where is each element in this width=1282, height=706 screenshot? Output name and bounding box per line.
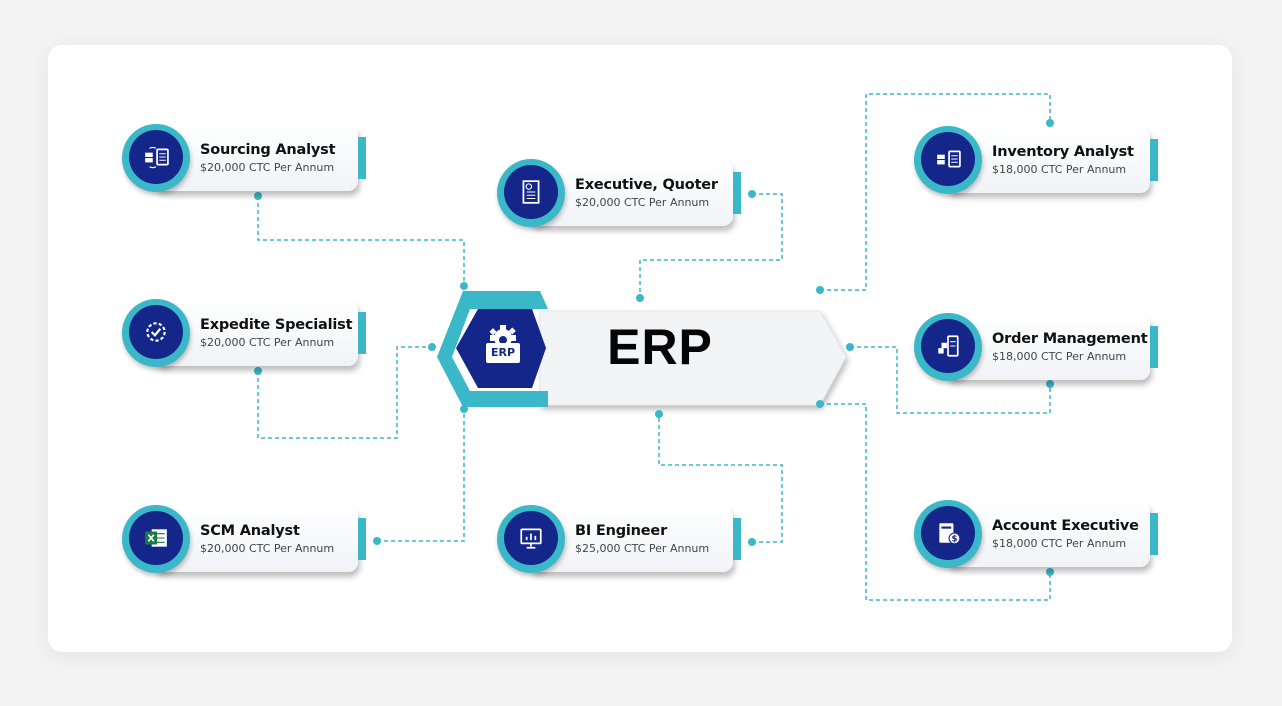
inventory-clipboard-icon <box>937 150 961 168</box>
role-salary: $20,000 CTC Per Annum <box>200 336 335 349</box>
role-salary: $25,000 CTC Per Annum <box>575 542 710 555</box>
role-title: Inventory Analyst <box>992 144 1134 160</box>
role-card-inventory-analyst: Inventory Analyst $18,000 CTC Per Annum <box>914 126 1158 195</box>
connector-order <box>850 346 1051 414</box>
accent-bar <box>358 137 366 179</box>
connector-bi <box>658 414 783 543</box>
role-card-sourcing-analyst: Sourcing Analyst $20,000 CTC Per Annum <box>122 124 366 193</box>
icon-badge <box>122 505 190 573</box>
connector-expedite <box>257 346 432 439</box>
role-card-bi-engineer: BI Engineer $25,000 CTC Per Annum <box>497 505 741 574</box>
role-title: Executive, Quoter <box>575 177 718 193</box>
role-title: Expedite Specialist <box>200 317 353 333</box>
accent-bar <box>358 312 366 354</box>
role-salary: $20,000 CTC Per Annum <box>200 161 335 174</box>
icon-badge <box>122 299 190 367</box>
icon-badge <box>497 505 565 573</box>
role-salary: $20,000 CTC Per Annum <box>200 542 335 555</box>
accent-bar <box>1150 139 1158 181</box>
accent-bar <box>1150 513 1158 555</box>
gear-check-icon <box>146 322 166 342</box>
icon-badge <box>914 313 982 381</box>
icon-badge <box>122 124 190 192</box>
role-card-order-management: Order Management $18,000 CTC Per Annum <box>914 313 1158 382</box>
accent-bar <box>1150 326 1158 368</box>
role-salary: $18,000 CTC Per Annum <box>992 163 1127 176</box>
role-card-scm-analyst: SCM Analyst $20,000 CTC Per Annum <box>122 505 366 574</box>
accent-bar <box>733 172 741 214</box>
icon-badge <box>497 159 565 227</box>
role-card-account-executive: $ Account Executive $18,000 CTC Per Annu… <box>914 500 1158 569</box>
role-title: Order Management <box>992 331 1148 347</box>
accent-bar <box>733 518 741 560</box>
connector-sourcing <box>257 196 465 286</box>
calculator-dollar-icon: $ <box>939 523 961 545</box>
role-card-executive-quoter: Executive, Quoter $20,000 CTC Per Annum <box>497 159 741 228</box>
role-title: BI Engineer <box>575 523 668 539</box>
role-card-expedite-specialist: Expedite Specialist $20,000 CTC Per Annu… <box>122 299 366 368</box>
accent-bar <box>358 518 366 560</box>
svg-text:$: $ <box>951 535 957 545</box>
connector-dots <box>254 119 1054 576</box>
clipboard-exchange-icon <box>145 146 169 169</box>
order-flow-icon <box>938 335 959 357</box>
invoice-document-icon <box>522 180 540 204</box>
connector-account <box>820 403 1051 601</box>
monitor-chart-icon <box>520 528 542 549</box>
erp-gear-icon <box>486 325 520 363</box>
excel-icon <box>145 529 167 547</box>
role-salary: $18,000 CTC Per Annum <box>992 537 1127 550</box>
icon-badge <box>914 126 982 194</box>
role-title: SCM Analyst <box>200 523 300 539</box>
role-title: Sourcing Analyst <box>200 142 336 158</box>
icon-badge: $ <box>914 500 982 568</box>
role-title: Account Executive <box>992 518 1139 534</box>
role-salary: $20,000 CTC Per Annum <box>575 196 710 209</box>
connector-inventory <box>820 93 1051 291</box>
erp-icon-text: ERP <box>490 346 516 359</box>
role-salary: $18,000 CTC Per Annum <box>992 350 1127 363</box>
erp-title: ERP <box>607 319 713 375</box>
connector-scm <box>377 409 465 542</box>
